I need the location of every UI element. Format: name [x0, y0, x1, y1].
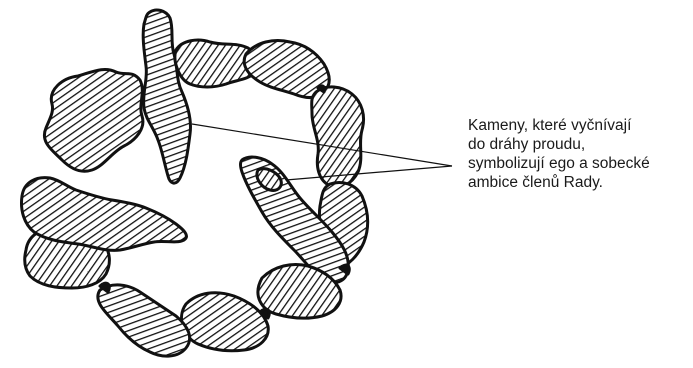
stone-bottom-left: [98, 285, 190, 356]
pointer-line-lower: [286, 166, 452, 180]
stone-protruding-vertical: [143, 10, 190, 183]
caption-line-3: symbolizují ego a sobecké: [468, 154, 688, 173]
caption-line-4: ambice členů Rady.: [468, 173, 688, 192]
caption-line-1: Kameny, které vyčnívají: [468, 116, 688, 135]
caption-line-2: do dráhy proudu,: [468, 135, 688, 154]
caption: Kameny, které vyčnívají do dráhy proudu,…: [468, 116, 688, 192]
stone-right-upper: [312, 87, 364, 187]
stone-top-left: [44, 69, 143, 171]
stone-bottom-centre: [182, 293, 269, 351]
stone-top-right: [244, 41, 329, 98]
